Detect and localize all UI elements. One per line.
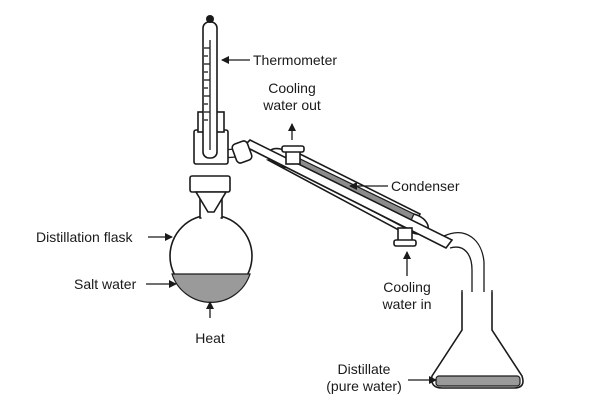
thermometer xyxy=(202,15,218,159)
thermometer-label: Thermometer xyxy=(253,52,337,68)
receiving-flask xyxy=(430,290,524,389)
salt-water xyxy=(171,273,251,303)
distillate-label-line2: (pure water) xyxy=(326,378,401,394)
salt-water-label: Salt water xyxy=(74,276,137,292)
cooling-in-label-line1: Cooling xyxy=(383,279,430,295)
cooling-out-label-line1: Cooling xyxy=(268,80,315,96)
cooling-in-label-line2: water in xyxy=(381,296,431,312)
heat-label: Heat xyxy=(195,330,225,346)
distillate-label-line1: Distillate xyxy=(338,361,391,377)
distillate-liquid xyxy=(435,375,521,387)
condenser xyxy=(231,139,485,356)
distillation-flask-label: Distillation flask xyxy=(36,229,133,245)
cooling-out-label-line2: water out xyxy=(262,97,321,113)
condenser-label: Condenser xyxy=(391,178,460,194)
